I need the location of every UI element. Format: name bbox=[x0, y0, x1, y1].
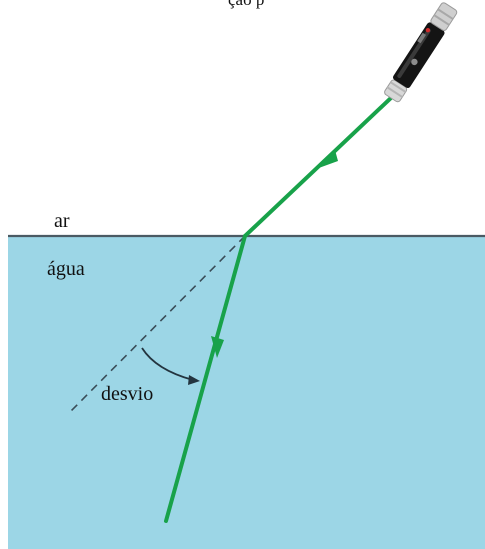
water-label: água bbox=[47, 258, 85, 280]
top-caption-fragment: ção p bbox=[228, 0, 264, 8]
deviation-arc bbox=[141, 347, 194, 381]
deviation-arc-arrow-icon bbox=[188, 375, 200, 385]
refracted-laser-beam bbox=[164, 234, 247, 523]
incident-arrow-icon bbox=[316, 150, 338, 169]
refracted-arrow-icon bbox=[211, 336, 224, 358]
air-label: ar bbox=[54, 210, 70, 232]
deviation-label: desvio bbox=[101, 383, 154, 405]
water-region bbox=[8, 236, 485, 549]
laser-pointer-icon bbox=[384, 2, 458, 103]
